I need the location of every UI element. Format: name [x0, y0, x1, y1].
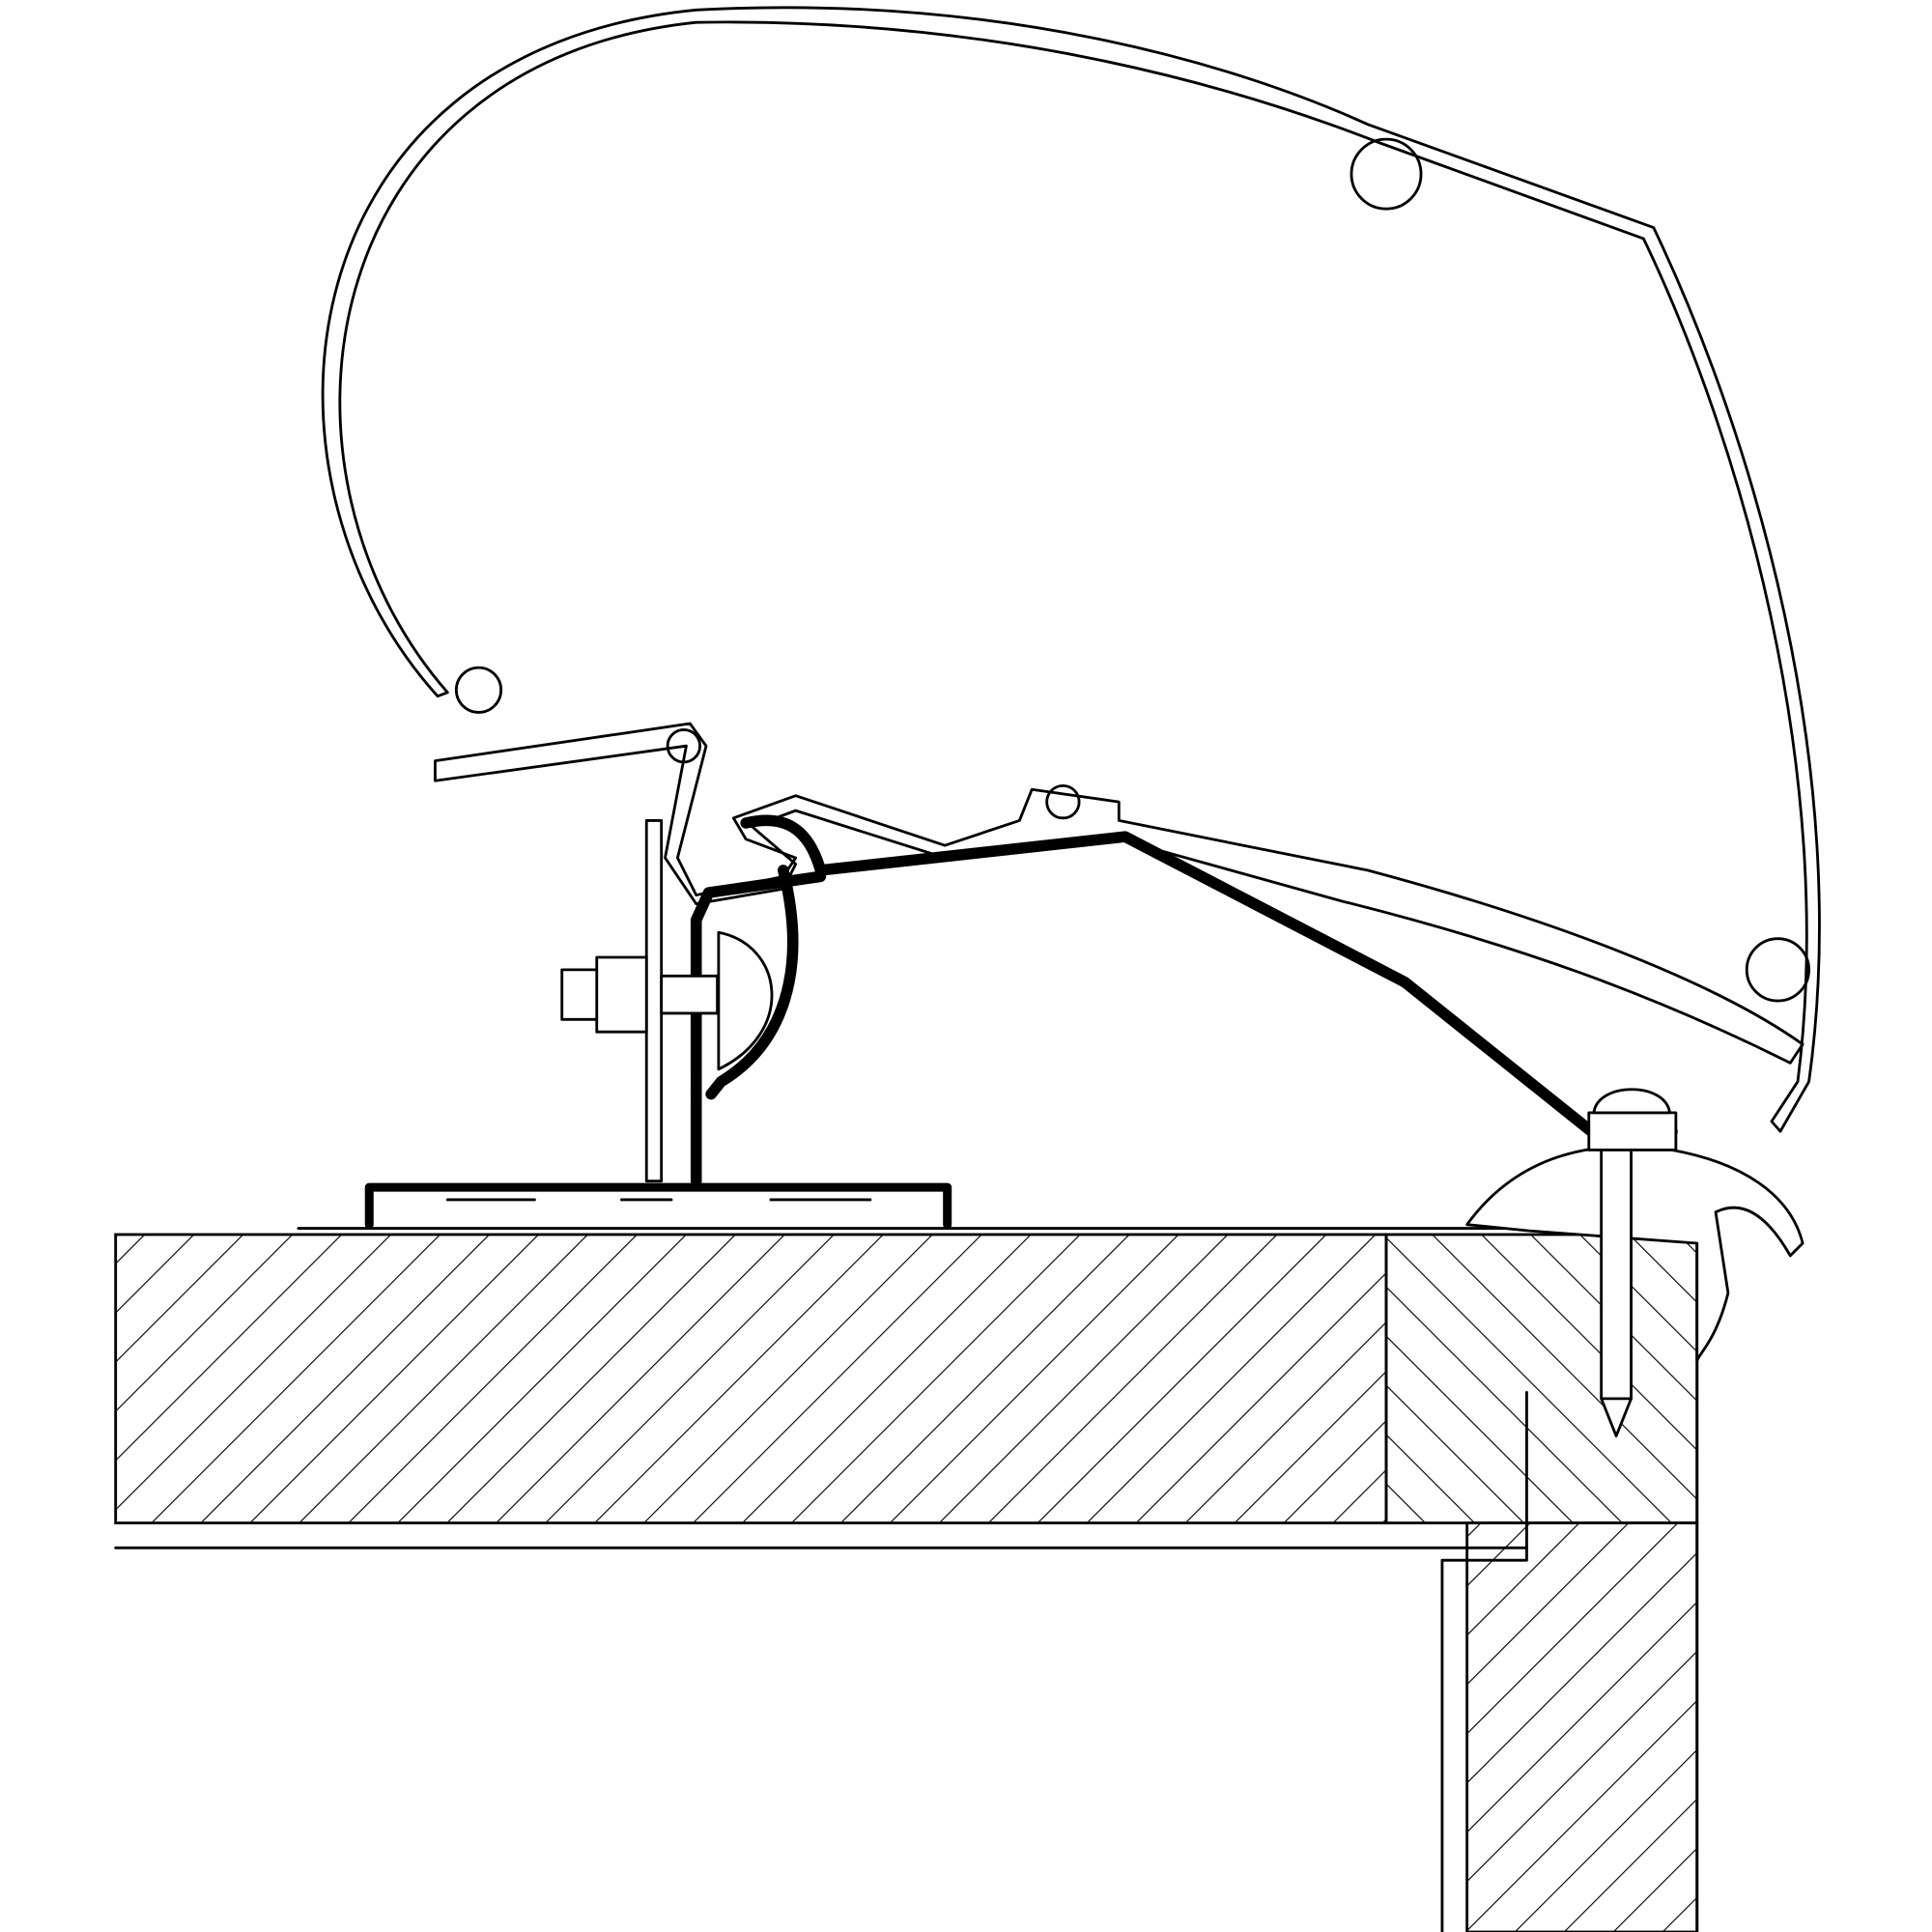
screw-washer [1587, 1111, 1678, 1151]
bolt-end [560, 968, 601, 1021]
clamp-pad [717, 930, 774, 1071]
roof-section [114, 1227, 1699, 1932]
screw-head-icon [1592, 1088, 1671, 1115]
bead-channel-icon [666, 728, 701, 764]
bolt-shank [660, 974, 720, 1015]
screw-shank [1600, 1149, 1633, 1401]
roof-panel [114, 1233, 1388, 1524]
top-channel-icon [1350, 137, 1423, 211]
mounting-bracket [364, 814, 1678, 1230]
roof-edge-block [1384, 1233, 1699, 1524]
front-channel-icon [1745, 937, 1811, 1003]
awning-cassette [321, 6, 1821, 1133]
base-plate [364, 1182, 952, 1230]
rail-profile [1465, 1145, 1804, 1363]
vertical-plate [644, 819, 664, 1183]
bracket-arm [740, 814, 1678, 1137]
side-wall [1465, 1521, 1699, 1932]
nut-icon [595, 955, 648, 1034]
mid-channel-icon [1045, 783, 1081, 820]
bracket-clamp [690, 865, 827, 1187]
rear-channel-icon [454, 666, 503, 714]
cassette-shell [321, 6, 1821, 1133]
roof-rail [1465, 1088, 1804, 1437]
cassette-bottom-profile [434, 722, 1804, 1065]
screw-tip [1600, 1397, 1633, 1437]
